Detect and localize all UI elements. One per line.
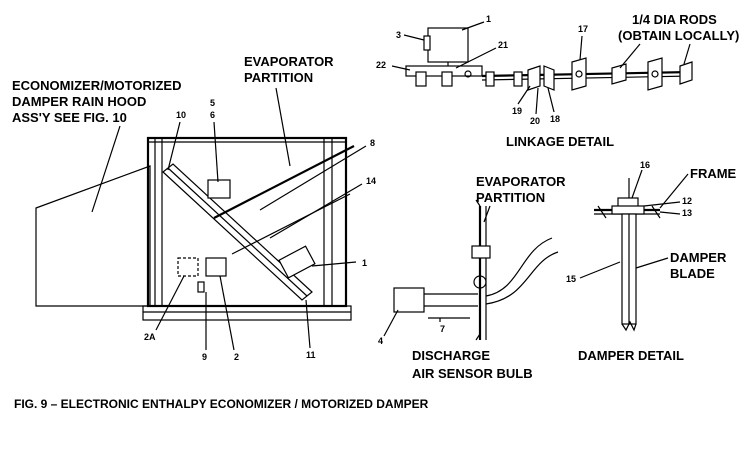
linkage-detail-title: LINKAGE DETAIL: [506, 134, 614, 149]
callout-17: 17: [578, 24, 588, 34]
rain-hood-label-2: DAMPER RAIN HOOD: [12, 94, 146, 109]
rain-hood-label-3: ASS'Y SEE FIG. 10: [12, 110, 127, 125]
callout-2a: 2A: [144, 332, 156, 342]
callout-21: 21: [498, 40, 508, 50]
figure-caption: FIG. 9 – ELECTRONIC ENTHALPY ECONOMIZER …: [14, 397, 429, 411]
rods-label-2: (OBTAIN LOCALLY): [618, 28, 739, 43]
callout-6: 6: [210, 110, 215, 120]
sensor-evap-partition-label-2: PARTITION: [476, 190, 545, 205]
callout-13: 13: [682, 208, 692, 218]
callout-2: 2: [234, 352, 239, 362]
callout-1-top: 1: [486, 14, 491, 24]
main-assembly: [35, 136, 355, 321]
callout-5: 5: [210, 98, 215, 108]
rain-hood-label-1: ECONOMIZER/MOTORIZED: [12, 78, 181, 93]
damper-detail: [594, 178, 661, 332]
damper-blade-label-2: BLADE: [670, 266, 715, 281]
frame-label: FRAME: [690, 166, 737, 181]
discharge-label-2: AIR SENSOR BULB: [412, 366, 533, 381]
callout-16: 16: [640, 160, 650, 170]
callout-3: 3: [396, 30, 401, 40]
callout-9: 9: [202, 352, 207, 362]
callout-11: 11: [306, 350, 316, 360]
callout-4: 4: [378, 336, 383, 346]
rods-label-1: 1/4 DIA RODS: [632, 12, 717, 27]
discharge-label-1: DISCHARGE: [412, 348, 490, 363]
callout-7: 7: [440, 324, 445, 334]
callout-15: 15: [566, 274, 576, 284]
sensor-evap-partition-label-1: EVAPORATOR: [476, 174, 566, 189]
evap-partition-label-2: PARTITION: [244, 70, 313, 85]
discharge-sensor-detail: [393, 199, 559, 341]
callout-10: 10: [176, 110, 186, 120]
callout-18: 18: [550, 114, 560, 124]
callout-14: 14: [366, 176, 376, 186]
callout-8: 8: [370, 138, 375, 148]
damper-detail-title: DAMPER DETAIL: [578, 348, 684, 363]
callout-22: 22: [376, 60, 386, 70]
callout-19: 19: [512, 106, 522, 116]
damper-blade-label-1: DAMPER: [670, 250, 727, 265]
evap-partition-label-1: EVAPORATOR: [244, 54, 334, 69]
callout-12: 12: [682, 196, 692, 206]
linkage-detail: [405, 27, 693, 91]
callout-20: 20: [530, 116, 540, 126]
callout-1-main: 1: [362, 258, 367, 268]
